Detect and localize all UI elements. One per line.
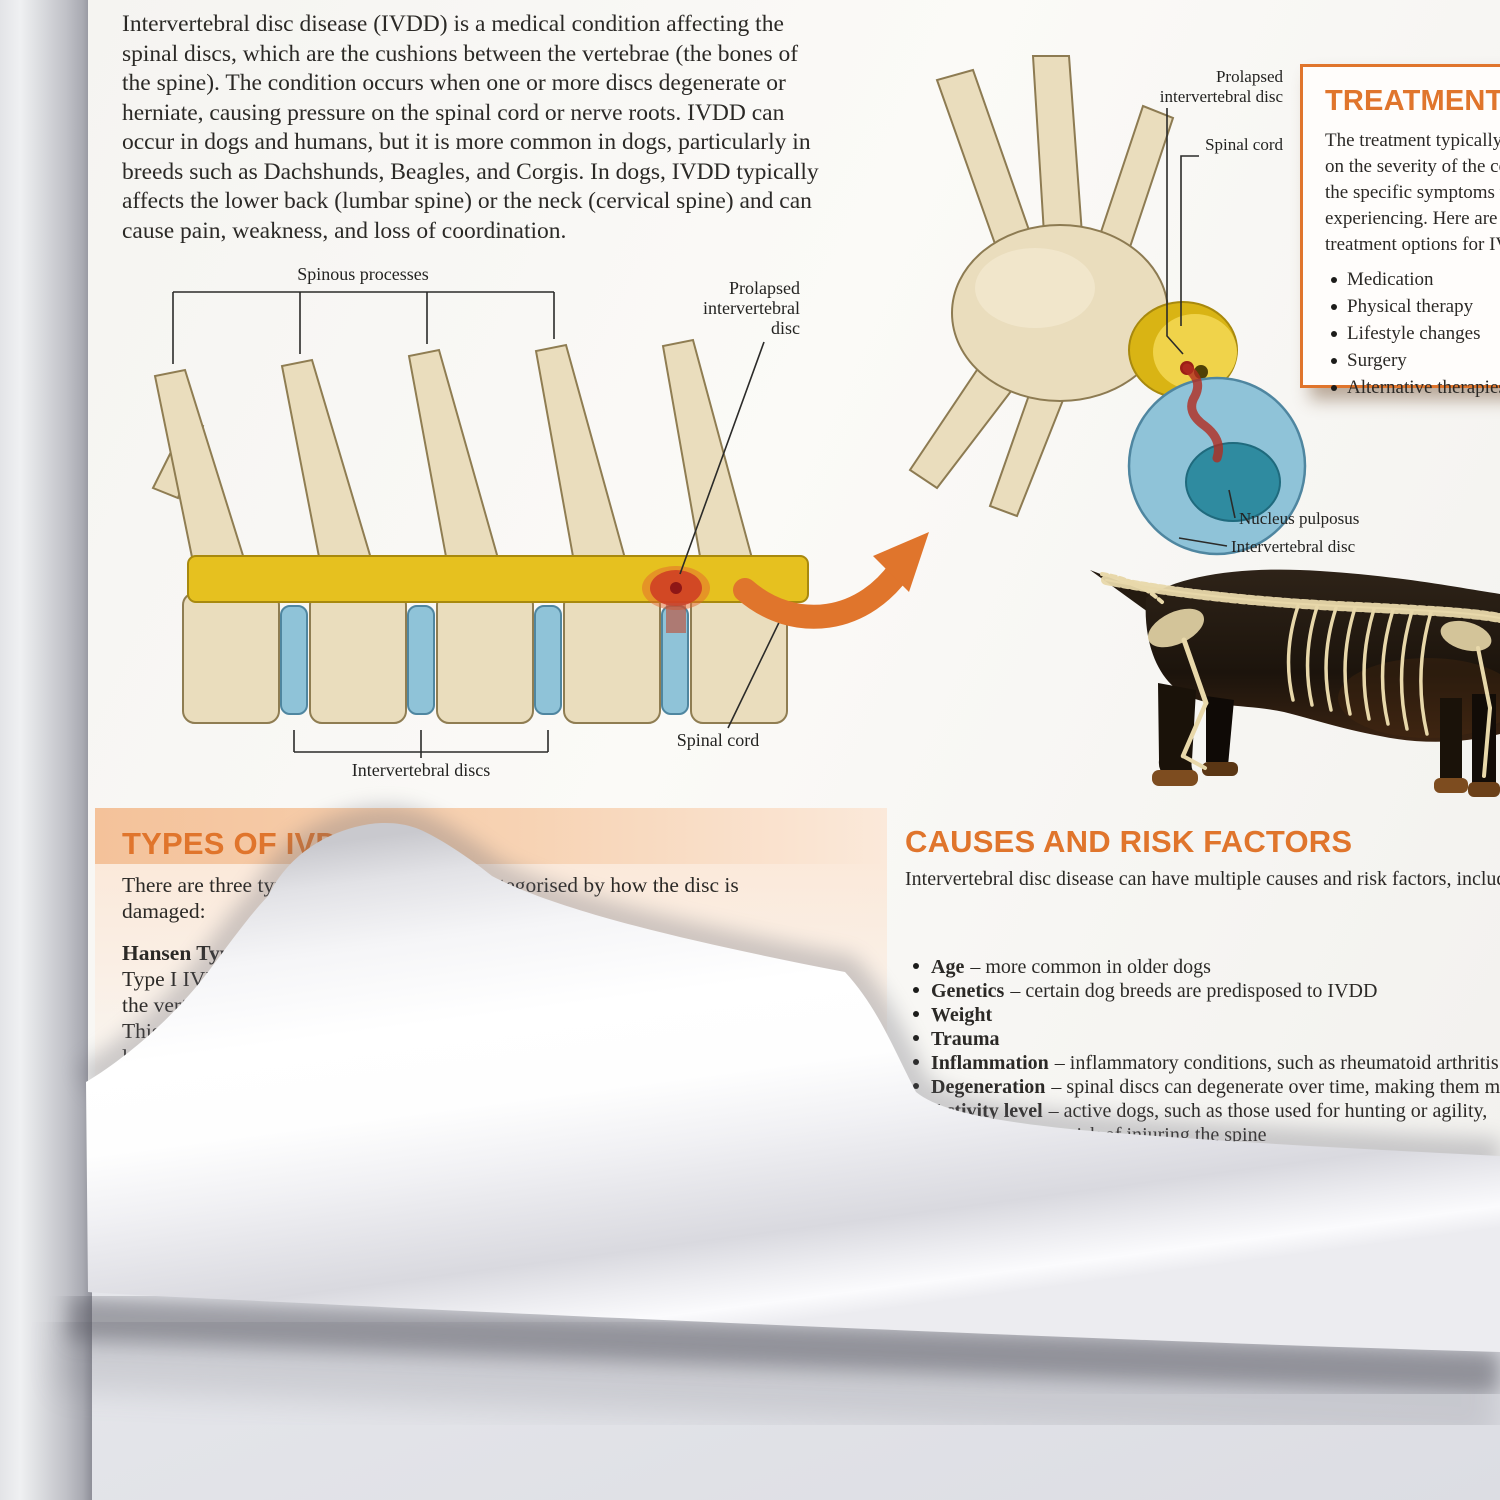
cause-item: Weight [905, 1003, 1500, 1027]
vertebrae-illustration [151, 338, 788, 724]
cause-item-continuation: may be at higher risk of injuring the sp… [931, 1124, 1267, 1146]
closeup-nucleus-label: Nucleus pulposus [1239, 509, 1359, 528]
intervertebral-discs-illustration [280, 605, 689, 715]
causes-heading: CAUSES AND RISK FACTORS [905, 824, 1353, 859]
causes-list: Age– more common in older dogs Genetics–… [905, 955, 1500, 1147]
treatment-line: experiencing. Here are some [1325, 208, 1500, 229]
closeup-labels [1166, 108, 1236, 547]
treatment-text: The treatment typically depends on the s… [1325, 128, 1500, 258]
wall-edge [0, 0, 92, 1500]
svg-text:Spinal cord: Spinal cord [677, 730, 760, 750]
prolapse-highlight [642, 566, 710, 633]
dog-skeleton [1100, 572, 1500, 778]
types-section: TYPES OF IVDD There are three types of I… [122, 826, 952, 1070]
cause-item: Trauma [905, 1027, 1500, 1051]
prolapse-material [1180, 361, 1223, 463]
intro-line: the spine). The condition occurs when on… [122, 70, 786, 96]
intro-line: affects the lower back (lumbar spine) or… [122, 188, 812, 214]
intro-line: breeds such as Dachshunds, Beagles, and … [122, 158, 819, 185]
cause-item: Degeneration– spinal discs can degenerat… [905, 1075, 1500, 1099]
spinous-processes-bracket [172, 291, 555, 364]
intro-paragraph: Intervertebral disc disease (IVDD) is a … [122, 10, 819, 246]
treatment-line: on the severity of the condition and [1325, 156, 1500, 177]
spinous-processes-label: Spinous processes [297, 264, 429, 284]
discs-label-bracket [293, 730, 549, 758]
treatment-option: Lifestyle changes [1325, 320, 1500, 347]
closeup-prolapsed-label: intervertebral disc [1160, 87, 1284, 106]
treatment-option: Medication [1325, 266, 1500, 293]
causes-intro: Intervertebral disc disease can have mul… [905, 868, 1500, 890]
spine-diagram: Spinous processes [151, 264, 809, 780]
intervertebral-discs-label: Intervertebral discs [352, 760, 490, 780]
types-body-line: leg weakness. [122, 1045, 242, 1069]
intro-line: cause pain, weakness, and loss of coordi… [122, 217, 567, 244]
cause-item: Activity level– active dogs, such as tho… [905, 1099, 1500, 1147]
treatment-options-list: Medication Physical therapy Lifestyle ch… [1325, 266, 1500, 401]
types-heading: TYPES OF IVDD [122, 826, 361, 861]
treatment-option: Physical therapy [1325, 293, 1500, 320]
cause-item: Inflammation– inflammatory conditions, s… [905, 1051, 1500, 1075]
spinal-cord-band [187, 555, 809, 603]
roll-ambient-shadow [58, 1300, 1500, 1447]
hansen-type-lead: Hansen Type I: [122, 941, 263, 965]
cause-item: Genetics– certain dog breeds are predisp… [905, 979, 1500, 1003]
types-body-line: This type occurs most often in short-leg… [122, 1019, 761, 1043]
closeup-prolapsed-label: Prolapsed [1216, 67, 1284, 86]
svg-text:Prolapsed: Prolapsed [729, 278, 800, 298]
intro-line: Intervertebral disc disease (IVDD) is a … [122, 11, 784, 37]
types-intro-line: damaged: [122, 899, 206, 923]
spinal-cord-label: Spinal cord [677, 607, 787, 750]
ivdd-poster: Intervertebral disc disease (IVDD) is a … [88, 0, 1500, 1285]
roll-bottom-shadow [69, 1296, 1500, 1394]
treatment-box: TREATMENT The treatment typically depend… [1300, 64, 1500, 398]
treatment-line: treatment options for IVDD: [1325, 234, 1500, 255]
closeup-cord-label: Spinal cord [1205, 135, 1283, 154]
cause-item: Age– more common in older dogs [905, 955, 1500, 979]
treatment-line: the specific symptoms the dog is [1325, 182, 1500, 203]
intro-line: spinal discs, which are the cushions bet… [122, 40, 799, 67]
intro-line: occur in dogs and humans, but it is more… [122, 129, 811, 155]
treatment-line: The treatment typically depends [1325, 130, 1500, 151]
treatment-option: Alternative therapies [1325, 374, 1500, 401]
vertebra-closeup-diagram: Prolapsed intervertebral disc Spinal cor… [908, 55, 1359, 556]
disc-closeup [1127, 376, 1307, 556]
closeup-disc-label: Intervertebral disc [1231, 537, 1356, 556]
types-body-line: Type I IVDD occurs when the disc rupture… [122, 967, 769, 991]
vertebra-bone [908, 55, 1175, 518]
svg-text:intervertebral: intervertebral [703, 298, 800, 318]
intro-line: herniate, causing pressure on the spinal… [122, 99, 785, 126]
causes-section: CAUSES AND RISK FACTORS Intervertebral d… [905, 824, 1500, 1147]
types-body-line: the vertebral disc push into the spinal … [122, 993, 755, 1017]
svg-text:disc: disc [771, 318, 800, 338]
prolapsed-disc-label: Prolapsed intervertebral disc [679, 278, 800, 575]
dachshund-skeleton-illustration [1090, 569, 1500, 797]
types-intro-line: There are three types of IVDD which are … [122, 873, 739, 897]
treatment-heading: TREATMENT [1325, 85, 1500, 117]
zoom-arrow [733, 532, 929, 629]
treatment-option: Surgery [1325, 347, 1500, 374]
